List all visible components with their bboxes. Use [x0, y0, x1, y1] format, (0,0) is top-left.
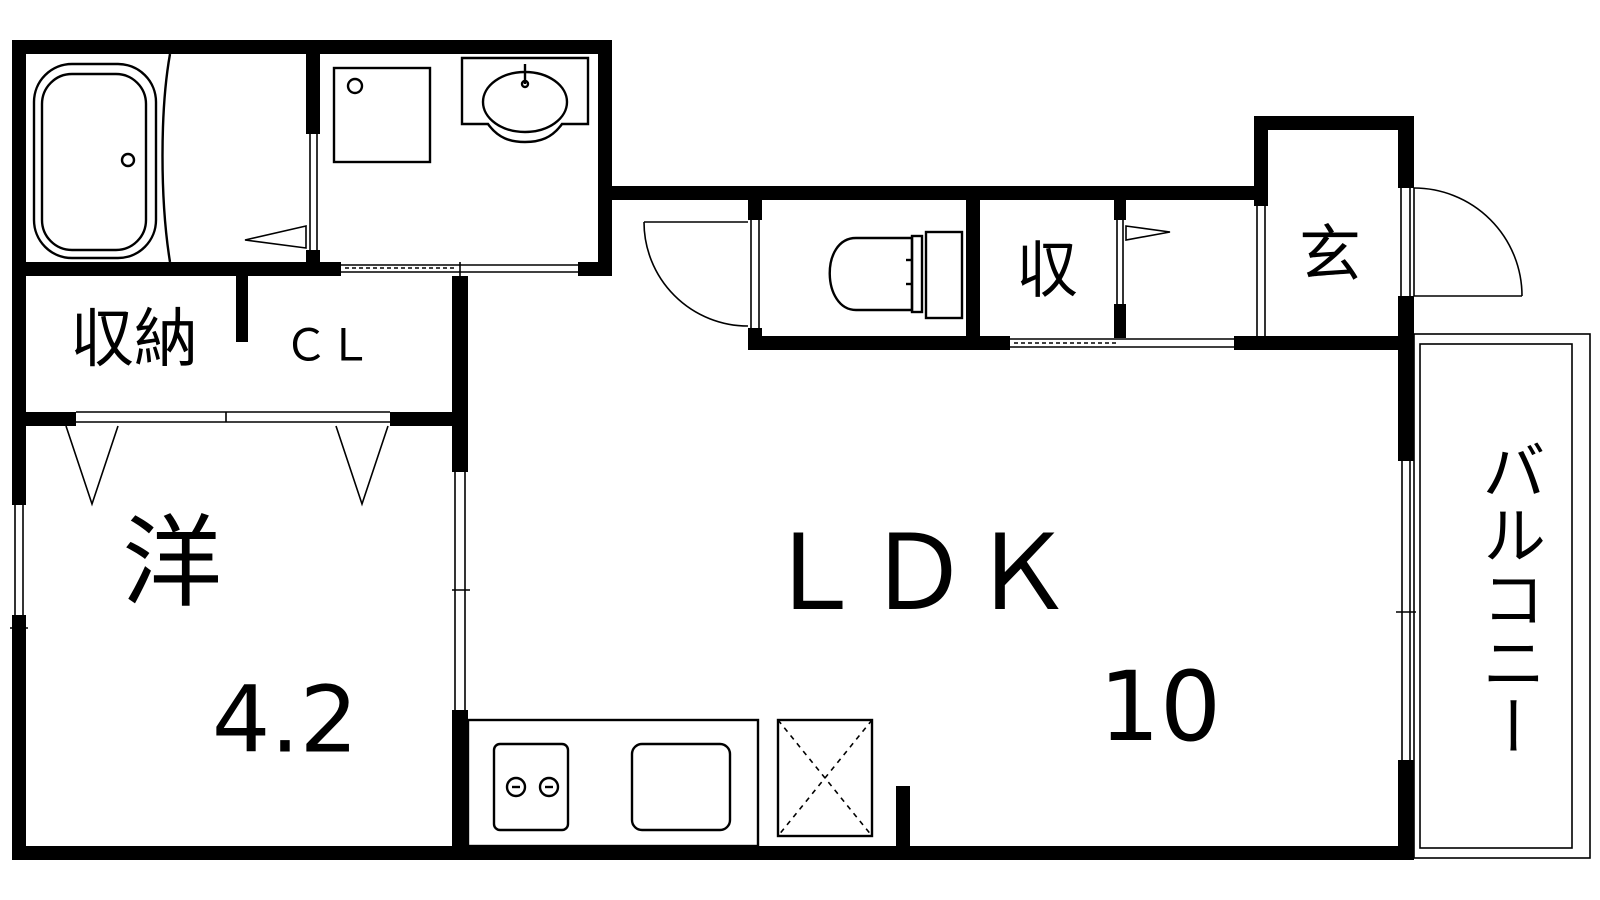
- washing-machine-pan-icon: [332, 66, 432, 164]
- entrance-label: 玄: [1299, 218, 1361, 291]
- storage-label: 収納: [70, 303, 198, 377]
- door-swing-icon: [65, 187, 1523, 507]
- closet-label: ＣＬ: [284, 321, 372, 372]
- toilet-icon: [828, 230, 964, 320]
- balcony: [1413, 333, 1591, 859]
- stove-burner-icon: [492, 742, 570, 832]
- ldk-label: ＬＤＫ: [762, 512, 1074, 634]
- balcony-label: バルコニー: [1471, 438, 1545, 758]
- window-icon: [10, 134, 1416, 760]
- washbasin-icon: [460, 56, 590, 144]
- sink-icon: [630, 742, 732, 832]
- ldk-size: 10: [1099, 651, 1221, 763]
- western-room-label: 洋: [122, 505, 222, 622]
- bathtub-icon: [32, 53, 172, 263]
- refrigerator-space-icon: [776, 718, 874, 838]
- western-room-size: 4.2: [212, 667, 358, 774]
- kitchen-counter: [466, 718, 760, 848]
- small-storage-label: 収: [1016, 234, 1078, 307]
- walls: [12, 40, 1414, 860]
